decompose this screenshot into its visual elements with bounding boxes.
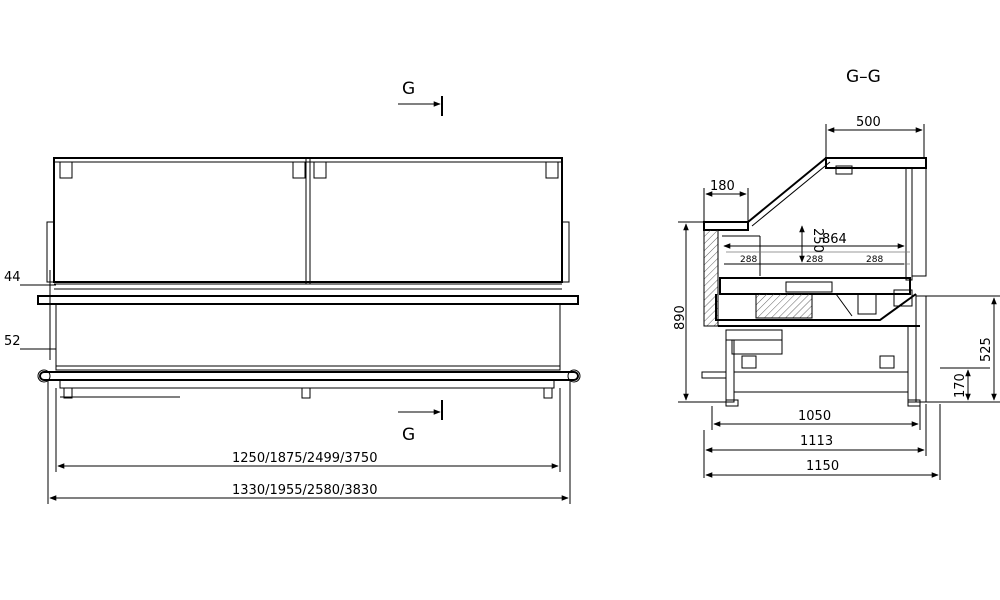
section-label: G (402, 425, 415, 445)
dim-label: 1113 (800, 434, 833, 449)
dim-label: 170 (953, 373, 968, 398)
dim-label: 180 (710, 179, 735, 194)
dim-label: 288 (740, 255, 757, 265)
side-top-header (825, 157, 927, 169)
hinge-icon (292, 161, 306, 179)
section-label: G (402, 79, 415, 99)
section-marker-top: G (398, 79, 443, 116)
dim-label: 864 (822, 232, 847, 247)
inclined-glass (747, 157, 827, 223)
dim-label: 288 (806, 255, 823, 265)
dim-label: 288 (866, 255, 883, 265)
section-marker-bottom: G (398, 400, 443, 445)
front-glass-frame (53, 157, 563, 283)
side-view (701, 157, 927, 407)
section-title: G–G (846, 67, 881, 87)
dim-label: 1150 (806, 459, 839, 474)
light-icon (835, 165, 853, 175)
front-dimensions: 44 52 1250/1875/2499/3750 1330/1955/2580… (4, 270, 571, 504)
hinge-icon (59, 161, 73, 179)
dim-label: 890 (673, 305, 688, 330)
side-dimensions: 500 180 250 864 288 288 288 890 525 170 (673, 115, 1000, 480)
front-bumper (39, 371, 579, 381)
front-body (55, 303, 561, 371)
dim-label: 1330/1955/2580/3830 (232, 483, 377, 498)
front-view (20, 157, 581, 399)
front-worktop (37, 295, 579, 305)
dim-label: 52 (4, 334, 21, 349)
dim-label: 1250/1875/2499/3750 (232, 451, 377, 466)
compressor-icon (741, 355, 757, 369)
compressor-icon (879, 355, 895, 369)
hinge-icon (545, 161, 559, 179)
hinge-icon (313, 161, 327, 179)
dim-label: 500 (856, 115, 881, 130)
dim-label: 44 (4, 270, 21, 285)
dim-label: 1050 (798, 409, 831, 424)
dim-label: 525 (979, 337, 994, 362)
side-tub (715, 293, 917, 321)
